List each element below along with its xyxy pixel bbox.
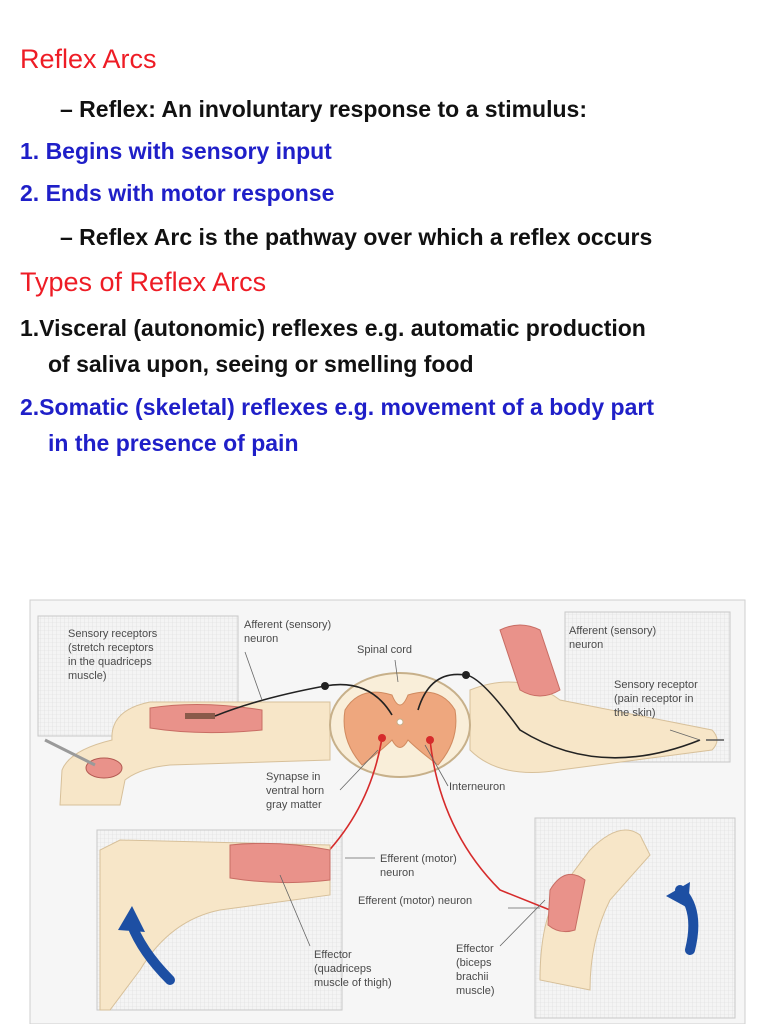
reflex-definition: – Reflex: An involuntary response to a s…	[60, 96, 587, 122]
gray-matter	[343, 691, 457, 766]
label-afferent-left: Afferent (sensory) neuron	[244, 619, 334, 645]
afferent-ganglion-right	[462, 671, 470, 679]
biceps-muscle-bottom	[547, 873, 586, 933]
type-visceral-line2: of saliva upon, seeing or smelling food	[48, 351, 474, 377]
type-somatic-line2: in the presence of pain	[48, 430, 299, 456]
leader-synapse	[339, 749, 379, 791]
flexed-arm-illustration	[539, 829, 651, 991]
label-efferent-motor: Efferent (motor) neuron	[380, 853, 460, 879]
leader-afferent-left	[244, 651, 263, 701]
motor-neuron-body-left	[378, 734, 386, 742]
leader-pain-receptor	[669, 729, 701, 741]
leader-effector-right	[499, 899, 546, 947]
type-visceral-line1: 1.Visceral (autonomic) reflexes e.g. aut…	[20, 315, 646, 341]
afferent-ganglion-left	[321, 682, 329, 690]
list-item-sensory: 1. Begins with sensory input	[20, 138, 332, 164]
patellar-hammer-handle	[44, 738, 96, 767]
reflex-arc-illustration: Sensory receptors (stretch receptors in …	[29, 599, 746, 1024]
stretch-receptor	[185, 713, 215, 719]
slide-title: Reflex Arcs	[20, 44, 157, 74]
quadriceps-muscle-bottom	[229, 842, 331, 884]
label-effector-left: Effector (quadriceps muscle of thigh)	[314, 949, 392, 989]
label-synapse: Synapse in ventral horn gray matter	[266, 771, 327, 811]
reflex-arc-definition: – Reflex Arc is the pathway over which a…	[60, 224, 653, 250]
efferent-neuron-right	[429, 739, 551, 911]
label-sensory-receptors: Sensory receptors (stretch receptors in …	[68, 628, 160, 682]
reflex-arc-diagram: Sensory receptors (stretch receptors in …	[0, 590, 768, 1024]
motor-neuron-body-right	[426, 736, 434, 744]
label-efferent-motor-2: Efferent (motor) neuron	[358, 895, 472, 907]
leader-spinal-cord	[394, 659, 399, 683]
leader-effector-left	[279, 874, 311, 947]
label-effector-right: Effector (biceps brachii muscle)	[456, 943, 497, 997]
biceps-muscle-top	[499, 624, 561, 697]
central-canal	[396, 718, 404, 726]
label-spinal-cord: Spinal cord	[357, 644, 412, 656]
withdrawal-arrow-head	[666, 882, 690, 908]
label-interneuron: Interneuron	[449, 781, 505, 793]
leader-interneuron	[424, 744, 449, 787]
label-sensory-receptor: Sensory receptor (pain receptor in the s…	[614, 679, 701, 719]
types-subtitle: Types of Reflex Arcs	[20, 267, 267, 297]
type-somatic-line1: 2.Somatic (skeletal) reflexes e.g. movem…	[20, 394, 654, 420]
list-item-motor: 2. Ends with motor response	[20, 180, 335, 206]
label-afferent-right: Afferent (sensory) neuron	[569, 625, 659, 651]
kick-arrow-head	[118, 906, 145, 932]
afferent-neuron-right	[417, 673, 701, 759]
patellar-hammer-head	[85, 757, 123, 779]
